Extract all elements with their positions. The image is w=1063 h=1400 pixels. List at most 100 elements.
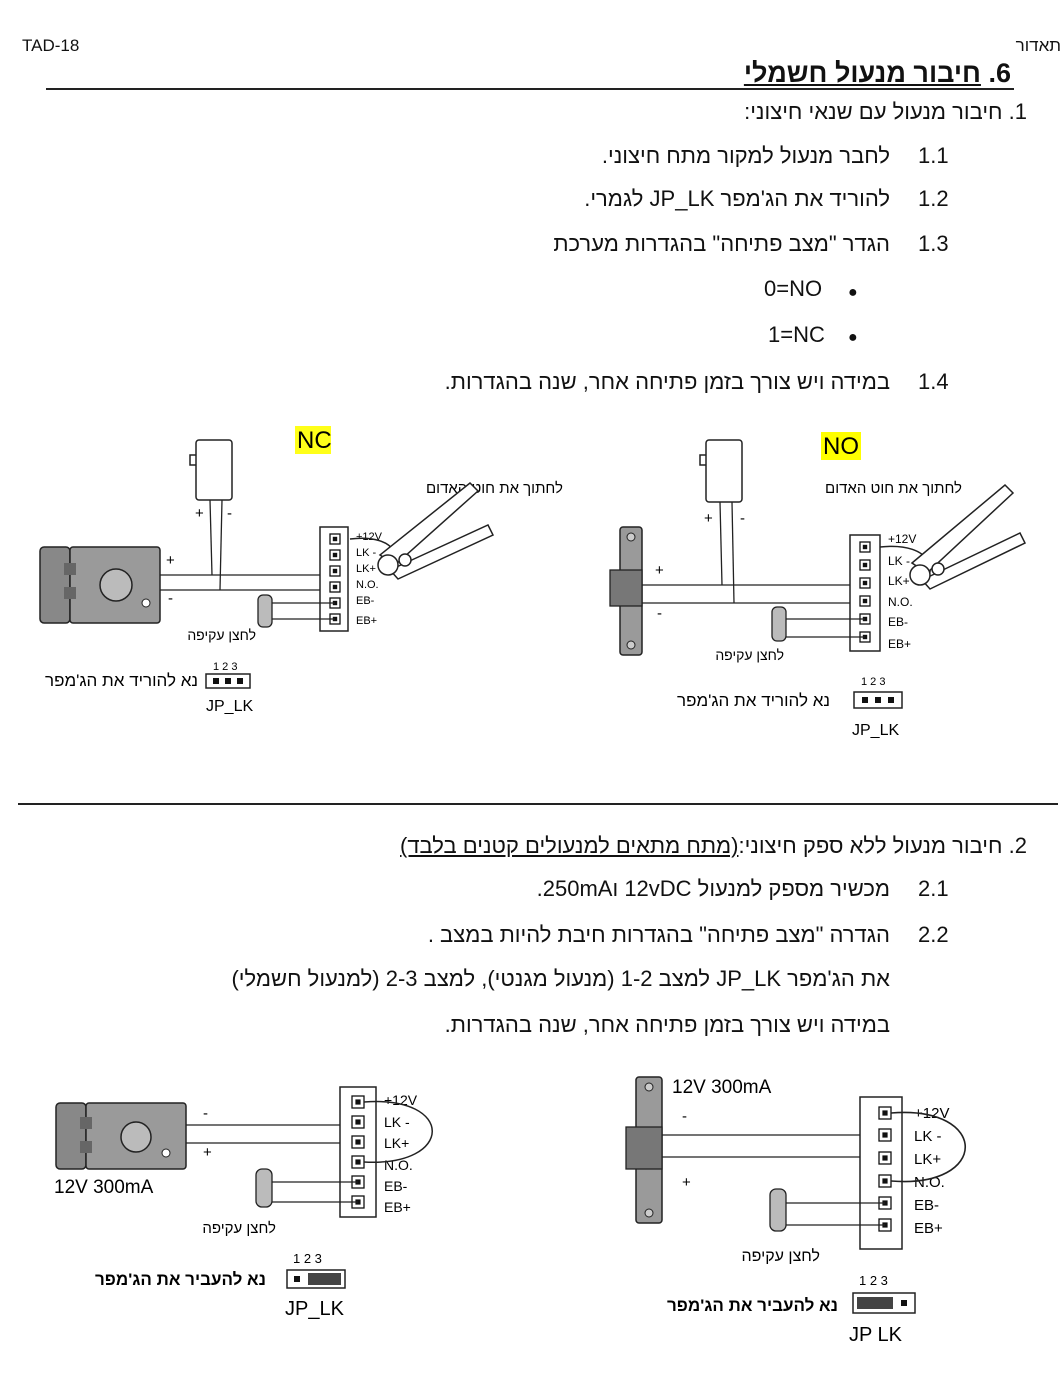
section-number: 6. <box>988 58 1011 88</box>
diagram-internal-magnetic: 12V 300mA - + +12V LK - LK+ N.O. EB- EB+… <box>54 1086 433 1320</box>
jumper-pins-label: 1 2 3 <box>213 661 237 673</box>
step-text: להוריד את הג'מפר JP_LK לגמרי. <box>584 186 890 211</box>
terminal-label: N.O. <box>914 1174 945 1191</box>
part1-heading: 1. חיבור מנעול עם שנאי חיצוני: <box>744 99 1027 124</box>
electric-lock-icon <box>55 1102 187 1170</box>
terminal-label: LK+ <box>356 563 376 575</box>
lock-plus-label: + <box>166 552 175 569</box>
part2-heading-text: חיבור מנעול ללא ספק חיצוני: <box>738 833 1003 858</box>
part2-heading-note: (מתח מתאים למנעולים קטנים בלבד) <box>400 833 739 858</box>
bullet-icon: ● <box>848 284 858 301</box>
lock-minus-label: - <box>657 605 662 622</box>
terminal-label: LK - <box>356 547 377 559</box>
step-number: 2.1 <box>918 876 949 901</box>
jumper-instruction: את הג'מפר JP_LK למצב 1-2 (מנעול מגנטי), … <box>231 966 890 991</box>
step-number: 1.1 <box>918 143 949 168</box>
jumper-note: נא להעביר את הג'מפר <box>667 1296 838 1315</box>
lock-minus-label: - <box>168 590 173 607</box>
terminal-label: EB+ <box>888 637 911 651</box>
jumper-pins-label: 1 2 3 <box>861 676 885 688</box>
jumper-note: נא להוריד את הג'מפר <box>45 671 198 690</box>
terminal-label: N.O. <box>888 595 913 609</box>
terminal-label: N.O. <box>356 579 379 591</box>
mode-highlight <box>295 426 331 454</box>
diagram-no: NO + - לחתוך את חוט האדום + - +12V LK - … <box>609 432 1027 739</box>
jumper-name: JP_LK <box>852 722 899 739</box>
jumper-wire <box>363 1100 433 1163</box>
minus-label: - <box>740 510 745 527</box>
jumper-wire <box>890 1111 966 1183</box>
bypass-button-icon <box>257 594 335 628</box>
step-text: הגדר "מצב פתיחה" בהגדרות מערכת <box>553 231 890 256</box>
part2-number: 2. <box>1008 833 1027 858</box>
terminal-label: EB- <box>888 615 908 629</box>
jumper-name: JP LK <box>849 1324 903 1346</box>
jumper-icon <box>205 673 251 689</box>
bullet-icon: ● <box>848 329 858 346</box>
electric-strike-icon <box>625 1076 663 1224</box>
power-rating: 12V 300mA <box>54 1177 154 1198</box>
step-text: מכשיר מספק למנעול 12vDC ו250mA. <box>536 876 890 901</box>
terminal-label: LK+ <box>384 1135 409 1151</box>
title-rule <box>46 88 1014 90</box>
terminal-block <box>849 534 881 652</box>
electric-strike-icon <box>609 526 643 656</box>
terminal-label: LK+ <box>914 1151 941 1168</box>
step-number: 1.4 <box>918 369 949 394</box>
lock-plus-label: + <box>682 1174 691 1191</box>
part2-heading: 2. חיבור מנעול ללא ספק חיצוני:(מתח מתאים… <box>400 833 1027 859</box>
jumper-name: JP_LK <box>206 698 253 715</box>
power-adapter-icon <box>705 439 743 503</box>
jumper-name: JP_LK <box>285 1298 345 1320</box>
step-number: 2.2 <box>918 922 949 947</box>
step-text: במידה ויש צורך בזמן פתיחה אחר, שנה בהגדר… <box>444 369 890 394</box>
step-number: 1.2 <box>918 186 949 211</box>
bypass-button-label: לחצן עקיפה <box>742 1247 821 1265</box>
terminal-label: EB+ <box>356 615 377 627</box>
jumper-pins-label: 1 2 3 <box>293 1251 322 1266</box>
step-text: הגדרה "מצב פתיחה" בהגדרות חיבת להיות במצ… <box>427 922 890 947</box>
bypass-button-label: לחצן עקיפה <box>715 647 784 663</box>
terminal-label: +12V <box>384 1092 418 1108</box>
wiring-diagrams-internal: 12V 300mA - + +12V LK - LK+ N.O. EB- EB+… <box>54 1076 966 1346</box>
cut-wire-label: לחתוך את חוט האדום <box>426 480 563 497</box>
plus-label: + <box>195 505 204 522</box>
lock-plus-label: + <box>655 562 664 579</box>
bypass-button-label: לחצן עקיפה <box>187 627 256 643</box>
jumper-note: נא להוריד את הג'מפר <box>677 691 830 710</box>
wiring-diagrams-external: NC + - לחתוך את חוט האדום + - +12V LK - … <box>39 426 1027 739</box>
cut-wire-label: לחתוך את חוט האדום <box>825 480 962 497</box>
settings-note: במידה ויש צורך בזמן פתיחה אחר, שנה בהגדר… <box>444 1012 890 1037</box>
bypass-button-icon <box>255 1168 358 1208</box>
power-rating: 12V 300mA <box>672 1077 772 1098</box>
diagram-nc: NC + - לחתוך את חוט האדום + - +12V LK - … <box>39 426 563 715</box>
terminal-label: LK+ <box>888 574 910 588</box>
terminal-label: EB+ <box>384 1199 411 1215</box>
terminal-label: EB+ <box>914 1220 943 1237</box>
jumper-pins-label: 1 2 3 <box>859 1273 888 1288</box>
jumper-icon <box>852 1292 916 1314</box>
jumper-note: נא להעביר את הג'מפר <box>95 1270 266 1289</box>
bullet-text: 0=NO <box>764 276 823 301</box>
terminal-label: LK - <box>384 1114 410 1130</box>
brand-name: תאדור <box>1015 36 1061 55</box>
diagram-internal-electric: 12V 300mA - + +12V LK - LK+ N.O. EB- EB+… <box>625 1076 966 1346</box>
lock-plus-label: + <box>203 1144 212 1161</box>
terminal-label: LK - <box>888 554 910 568</box>
mode-highlight <box>821 432 861 460</box>
terminal-block <box>339 1086 377 1218</box>
wire-cutter-icon <box>377 481 495 580</box>
lock-minus-label: - <box>203 1105 208 1122</box>
electric-lock-icon <box>39 546 161 624</box>
terminal-label: EB- <box>914 1197 939 1214</box>
bypass-button-icon <box>769 1188 885 1232</box>
terminal-label: EB- <box>384 1178 408 1194</box>
minus-label: - <box>227 505 232 522</box>
bullet-text: 1=NC <box>768 322 825 347</box>
jumper-icon <box>853 691 903 709</box>
step-number: 1.3 <box>918 231 949 256</box>
doc-code: TAD-18 <box>22 36 80 55</box>
plus-label: + <box>704 510 713 527</box>
bypass-button-icon <box>771 606 865 642</box>
lock-minus-label: - <box>682 1108 687 1125</box>
